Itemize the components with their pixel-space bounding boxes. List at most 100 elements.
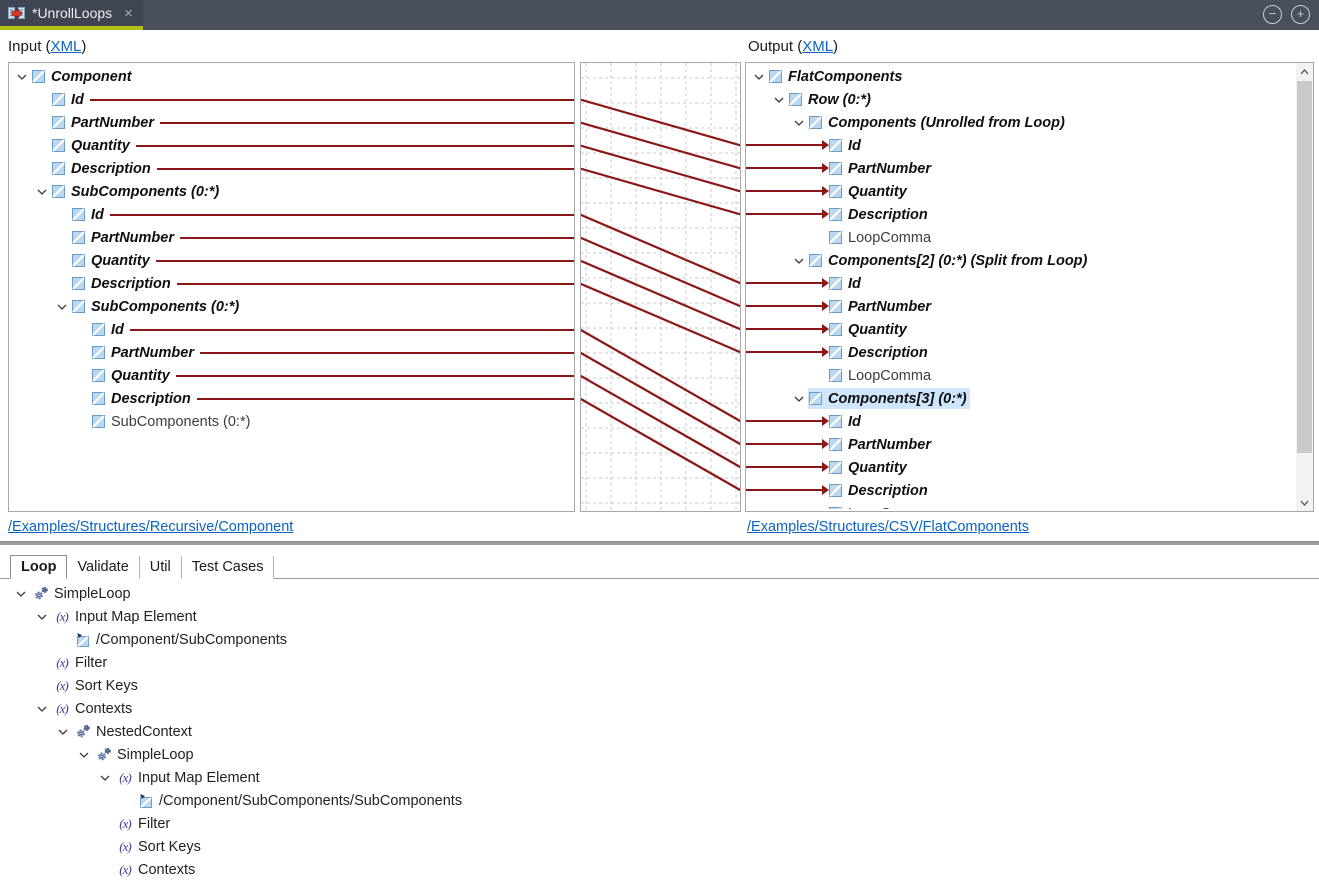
- output-tree-row[interactable]: Id: [746, 134, 1295, 157]
- output-tree-row[interactable]: Components[2] (0:*) (Split from Loop): [746, 249, 1295, 272]
- output-tree-row[interactable]: Id: [746, 272, 1295, 295]
- mapping-arrowhead: [822, 278, 829, 288]
- output-tree-row[interactable]: LoopComma: [746, 502, 1295, 509]
- zoom-in-button[interactable]: +: [1291, 5, 1310, 24]
- chevron-down-icon[interactable]: [33, 706, 51, 712]
- mapping-arrowhead: [822, 485, 829, 495]
- input-tree-row[interactable]: Quantity: [9, 364, 574, 387]
- output-tree-row[interactable]: Description: [746, 203, 1295, 226]
- input-tree-row[interactable]: Id: [9, 318, 574, 341]
- output-tree-row[interactable]: Components (Unrolled from Loop): [746, 111, 1295, 134]
- loop-tree-row[interactable]: (x)Contexts: [8, 697, 1308, 720]
- input-source-link[interactable]: /Examples/Structures/Recursive/Component: [8, 519, 294, 535]
- chevron-down-icon[interactable]: [53, 304, 71, 310]
- chevron-down-icon[interactable]: [13, 74, 31, 80]
- chevron-down-icon[interactable]: [790, 258, 808, 264]
- loop-tree-row[interactable]: SimpleLoop: [8, 582, 1308, 605]
- element-icon: [92, 415, 105, 428]
- chevron-down-icon[interactable]: [96, 775, 114, 781]
- chevron-down-icon[interactable]: [33, 614, 51, 620]
- scroll-up-icon[interactable]: [1296, 63, 1313, 80]
- tree-row-label: PartNumber: [111, 344, 194, 361]
- element-icon: [829, 277, 842, 290]
- chevron-down-icon[interactable]: [790, 120, 808, 126]
- loop-tree-row[interactable]: /Component/SubComponents: [8, 628, 1308, 651]
- output-tree-row[interactable]: Row (0:*): [746, 88, 1295, 111]
- mapping-arrowhead: [822, 324, 829, 334]
- input-tree-row[interactable]: Id: [9, 88, 574, 111]
- output-tree-row[interactable]: PartNumber: [746, 157, 1295, 180]
- input-tree-row[interactable]: PartNumber: [9, 341, 574, 364]
- loop-tree-row[interactable]: NestedContext: [8, 720, 1308, 743]
- mapping-line: [196, 397, 574, 400]
- output-xml-link[interactable]: XML: [802, 38, 834, 55]
- document-tab[interactable]: *UnrollLoops ×: [0, 0, 143, 30]
- map-document-icon: [8, 6, 25, 19]
- output-source-link[interactable]: /Examples/Structures/CSV/FlatComponents: [747, 519, 1030, 535]
- input-tree-row[interactable]: SubComponents (0:*): [9, 410, 574, 433]
- chevron-down-icon[interactable]: [770, 97, 788, 103]
- loop-tree-panel: SimpleLoop(x)Input Map Element/Component…: [8, 582, 1308, 881]
- input-tree-row[interactable]: SubComponents (0:*): [9, 295, 574, 318]
- zoom-out-button[interactable]: −: [1263, 5, 1282, 24]
- chevron-down-icon[interactable]: [75, 752, 93, 758]
- loop-tree-row[interactable]: (x)Input Map Element: [8, 766, 1308, 789]
- input-tree-row[interactable]: Quantity: [9, 134, 574, 157]
- input-tree-row[interactable]: SubComponents (0:*): [9, 180, 574, 203]
- tab-loop[interactable]: Loop: [10, 555, 68, 579]
- input-xml-link[interactable]: XML: [50, 38, 82, 55]
- chevron-down-icon[interactable]: [750, 74, 768, 80]
- chevron-down-icon[interactable]: [54, 729, 72, 735]
- input-tree-row[interactable]: Component: [9, 65, 574, 88]
- input-tree-row[interactable]: Quantity: [9, 249, 574, 272]
- output-header-prefix: Output (: [748, 38, 803, 55]
- output-tree-row[interactable]: FlatComponents: [746, 65, 1295, 88]
- output-tree-row[interactable]: Quantity: [746, 456, 1295, 479]
- output-scrollbar[interactable]: [1296, 63, 1313, 511]
- output-tree-row[interactable]: LoopComma: [746, 364, 1295, 387]
- tab-test-cases[interactable]: Test Cases: [181, 556, 275, 579]
- loop-tree-row[interactable]: (x)Input Map Element: [8, 605, 1308, 628]
- input-tree-row[interactable]: Description: [9, 387, 574, 410]
- element-icon: [829, 300, 842, 313]
- output-tree-row[interactable]: PartNumber: [746, 433, 1295, 456]
- output-tree-row[interactable]: PartNumber: [746, 295, 1295, 318]
- loop-tree-row[interactable]: (x)Sort Keys: [8, 835, 1308, 858]
- input-tree-row[interactable]: PartNumber: [9, 226, 574, 249]
- element-icon: [72, 254, 85, 267]
- loop-tree-row[interactable]: /Component/SubComponents/SubComponents: [8, 789, 1308, 812]
- output-tree-row[interactable]: Components[3] (0:*): [746, 387, 1295, 410]
- loop-tree-row[interactable]: SimpleLoop: [8, 743, 1308, 766]
- chevron-down-icon[interactable]: [790, 396, 808, 402]
- chevron-down-icon[interactable]: [12, 591, 30, 597]
- tree-row-label: Contexts: [75, 700, 133, 717]
- loop-tree-row[interactable]: (x)Filter: [8, 651, 1308, 674]
- input-tree-row[interactable]: Description: [9, 272, 574, 295]
- tree-row-label: Sort Keys: [138, 838, 201, 855]
- scroll-down-icon[interactable]: [1296, 494, 1313, 511]
- tree-row-label: LoopComma: [848, 367, 932, 384]
- tree-row-label: Id: [71, 91, 84, 108]
- tab-util[interactable]: Util: [139, 556, 182, 579]
- input-tree-row[interactable]: Description: [9, 157, 574, 180]
- output-tree-row[interactable]: LoopComma: [746, 226, 1295, 249]
- output-tree-row[interactable]: Quantity: [746, 180, 1295, 203]
- tree-row-label: PartNumber: [848, 436, 931, 453]
- output-tree-row[interactable]: Quantity: [746, 318, 1295, 341]
- element-icon: [829, 231, 842, 244]
- output-tree-row[interactable]: Description: [746, 341, 1295, 364]
- loop-tree-row[interactable]: (x)Contexts: [8, 858, 1308, 881]
- output-tree-row[interactable]: Id: [746, 410, 1295, 433]
- tree-row-label: Description: [111, 390, 191, 407]
- close-tab-icon[interactable]: ×: [124, 4, 133, 22]
- horizontal-splitter[interactable]: [0, 541, 1319, 545]
- chevron-down-icon[interactable]: [33, 189, 51, 195]
- mapping-canvas: [579, 62, 742, 512]
- tab-validate[interactable]: Validate: [67, 556, 140, 579]
- output-tree-row[interactable]: Description: [746, 479, 1295, 502]
- loop-tree-row[interactable]: (x)Sort Keys: [8, 674, 1308, 697]
- loop-tree-row[interactable]: (x)Filter: [8, 812, 1308, 835]
- scrollbar-thumb[interactable]: [1297, 81, 1312, 453]
- input-tree-row[interactable]: Id: [9, 203, 574, 226]
- input-tree-row[interactable]: PartNumber: [9, 111, 574, 134]
